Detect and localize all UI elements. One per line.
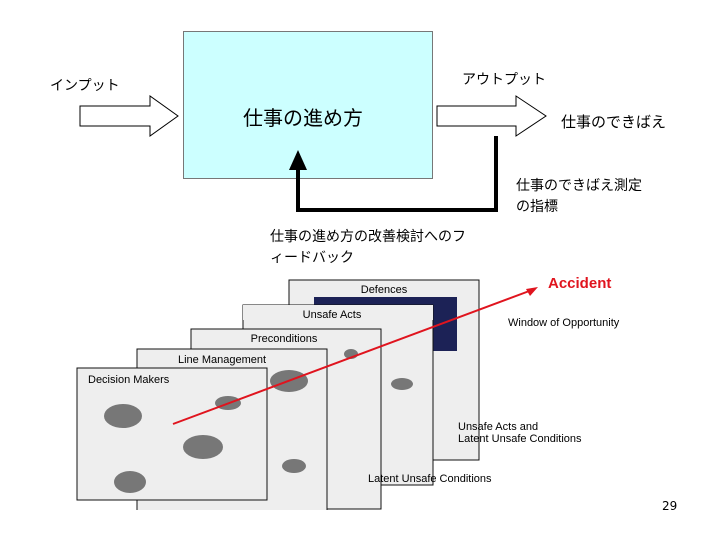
page-number: 29 (662, 499, 678, 513)
output-label: アウトプット (462, 72, 546, 88)
feedback-loop-line (296, 136, 498, 212)
flow-arrows (79, 95, 547, 212)
layer-label-unsafe-acts: Unsafe Acts (303, 309, 362, 321)
feedback-label-line2: ィードバック (270, 250, 354, 266)
layer-decision-makers: Decision Makers (76, 367, 268, 501)
process-box (183, 31, 433, 179)
measure-label-line1: 仕事のできばえ測定 (516, 178, 642, 194)
trajectory-arrowhead (526, 287, 538, 296)
process-label: 仕事の進め方 (243, 106, 363, 130)
swiss-cheese-model: Defences Unsafe Acts Preconditions Line … (76, 275, 620, 510)
unsafe-acts-conditions-label-2: Latent Unsafe Conditions (458, 433, 582, 445)
input-label: インプット (50, 78, 120, 94)
input-arrow (79, 95, 179, 137)
output-arrow (436, 95, 547, 137)
layer-label-preconditions: Preconditions (251, 333, 318, 345)
unsafe-acts-conditions-label-1: Unsafe Acts and (458, 421, 538, 433)
result-label: 仕事のできばえ (561, 113, 667, 131)
accident-trajectory (172, 289, 533, 425)
feedback-label-line1: 仕事の進め方の改善検討へのフ (270, 229, 466, 245)
feedback-arrowhead (289, 150, 307, 170)
window-of-opportunity-label: Window of Opportunity (508, 317, 620, 329)
layer-label-defences: Defences (361, 284, 408, 296)
accident-label: Accident (548, 275, 611, 292)
layer-label-line-management: Line Management (178, 354, 266, 366)
measure-label-line2: の指標 (516, 199, 558, 215)
layer-label-decision-makers: Decision Makers (88, 374, 170, 386)
latent-conditions-label: Latent Unsafe Conditions (368, 473, 492, 485)
